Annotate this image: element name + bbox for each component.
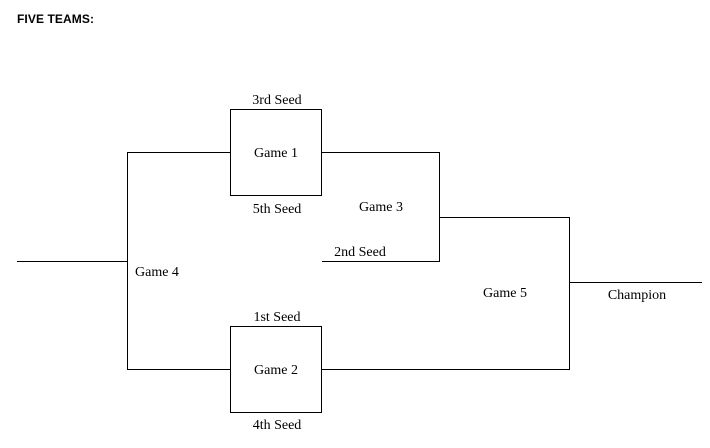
champion-label: Champion — [607, 288, 667, 303]
seed3-label: 3rd Seed — [252, 93, 302, 108]
game3-bracket — [321, 152, 440, 262]
game5-label: Game 5 — [483, 286, 527, 301]
game3-label: Game 3 — [359, 200, 403, 215]
seed4-label: 4th Seed — [252, 418, 302, 433]
game2-label: Game 2 — [254, 363, 298, 378]
game4-bracket — [127, 152, 231, 370]
game1-label: Game 1 — [254, 146, 298, 161]
seed5-label: 5th Seed — [252, 202, 302, 217]
diagram-heading: FIVE TEAMS: — [17, 12, 95, 26]
seed1-label: 1st Seed — [253, 310, 301, 325]
game5-bracket — [321, 217, 570, 370]
seed2-label: 2nd Seed — [334, 245, 386, 260]
game4-label: Game 4 — [135, 265, 179, 280]
